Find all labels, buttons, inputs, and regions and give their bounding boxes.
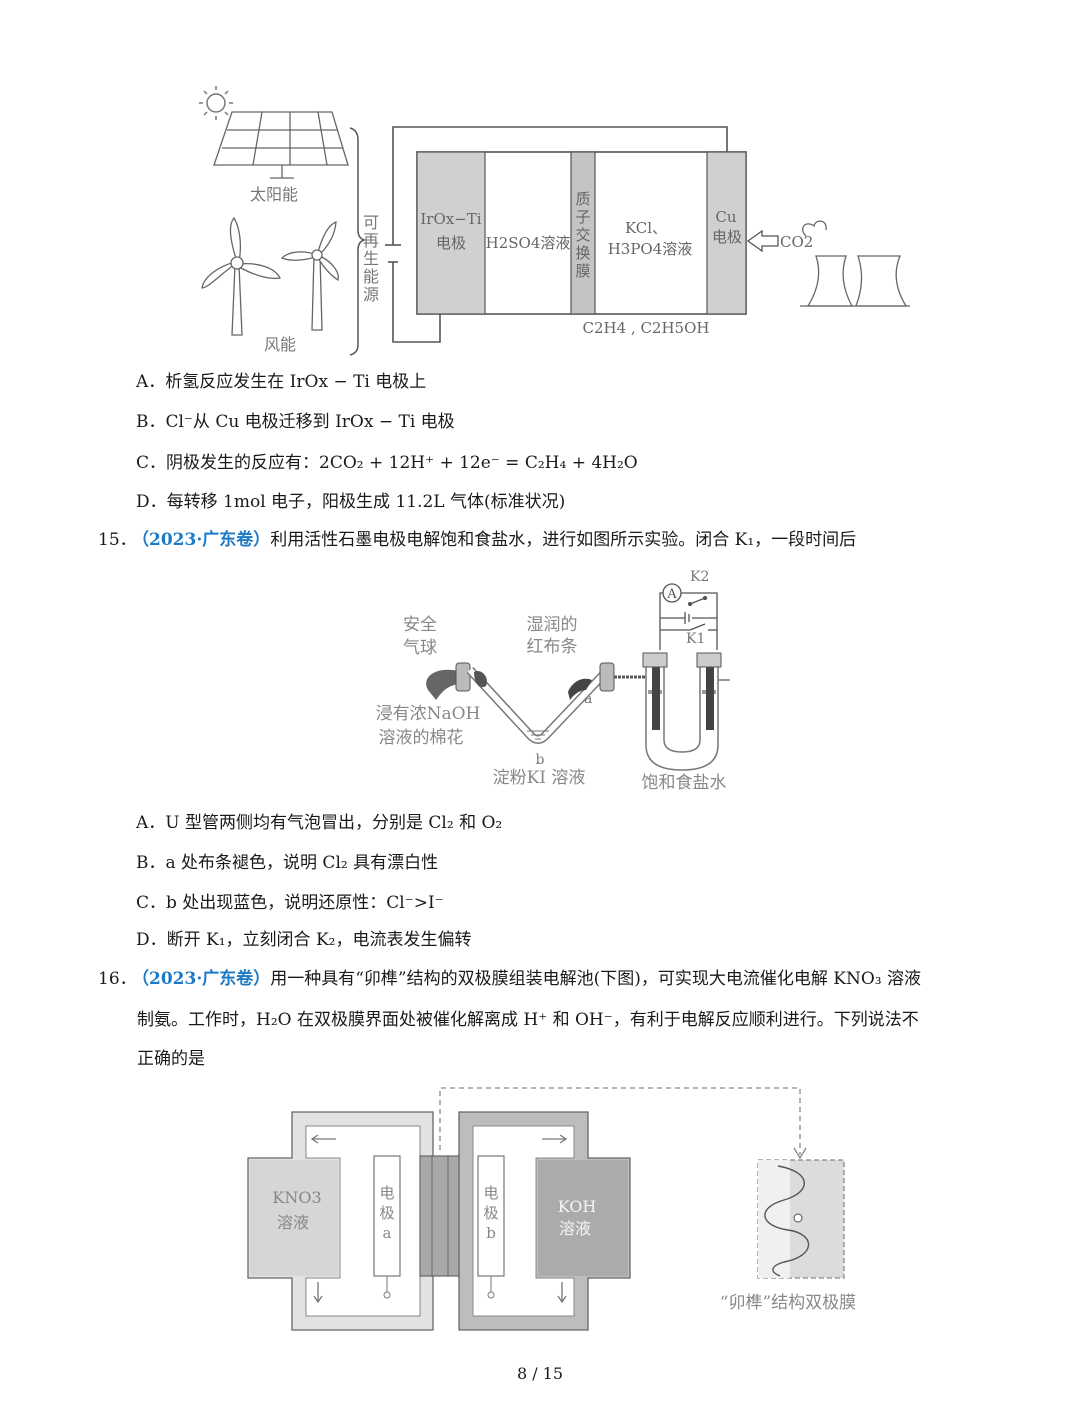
co2-arrow-icon <box>746 229 779 253</box>
ammeter-label: A <box>666 587 677 602</box>
q14-option-b: B．Cl⁻从 Cu 电极迁移到 IrOx − Ti 电极 <box>136 412 455 432</box>
q16-stem-line3: 正确的是 <box>137 1049 205 1069</box>
bipolar-membrane <box>419 1155 461 1277</box>
q15-option-b: B．a 处布条褪色，说明 Cl₂ 具有漂白性 <box>136 853 439 873</box>
q16-source: （2023·广东卷） <box>132 969 271 989</box>
membrane-caption: “卯榫”结构双极膜 <box>720 1293 856 1313</box>
red-cloth-icon <box>568 678 592 700</box>
anode-label-2: 电极 <box>436 234 466 252</box>
q14-option-c: C．阴极发生的反应有：2CO₂ + 12H⁺ + 12e⁻ = C₂H₄ + 4… <box>136 453 638 473</box>
renewable-label: 可 再 生 能 源 <box>363 213 379 304</box>
u-tube <box>645 660 719 771</box>
factory-icon <box>800 220 910 307</box>
proton-membrane <box>570 151 596 315</box>
flow-arrow-right-icon <box>542 1134 568 1304</box>
k2-label: K2 <box>690 569 709 585</box>
svg-text:b: b <box>486 1224 496 1242</box>
membrane-label: 质 子 交 换 膜 <box>575 190 590 280</box>
electrode-a <box>373 1155 401 1277</box>
brace <box>349 127 367 356</box>
svg-text:电: 电 <box>379 1184 394 1202</box>
co2-label: CO2 <box>780 233 813 251</box>
ki-solution <box>527 730 549 740</box>
kno3-label-2: 溶液 <box>277 1213 309 1232</box>
svg-text:极: 极 <box>483 1204 498 1222</box>
q16-stem-line2: 制氨。工作时，H₂O 在双极膜界面处被催化解离成 H⁺ 和 OH⁻，有利于电解反… <box>137 1010 919 1030</box>
h2so4-label: H2SO4溶液 <box>486 234 571 252</box>
q15-option-a: A．U 型管两侧均有气泡冒出，分别是 Cl₂ 和 O₂ <box>136 813 503 833</box>
circuit-wire <box>659 592 718 650</box>
koh-label-1: KOH <box>558 1197 597 1216</box>
cotton-label-1: 浸有浓NaOH <box>376 704 481 724</box>
circuit-wire <box>385 126 728 343</box>
q16-text-1: 用一种具有“卯榫”结构的双极膜组装电解池(下图)，可实现大电流催化电解 KNO₃… <box>270 969 922 989</box>
q15-option-c: C．b 处出现蓝色，说明还原性：Cl⁻>I⁻ <box>136 893 444 913</box>
products-label: C2H4 , C2H5OH <box>583 319 710 337</box>
ki-label: 淀粉KI 溶液 <box>493 768 586 788</box>
sun-icon <box>199 86 233 120</box>
page-number: 8 / 15 <box>516 1364 564 1383</box>
svg-text:生: 生 <box>363 249 379 268</box>
svg-text:a: a <box>383 1224 392 1242</box>
anode-label-1: IrOx−Ti <box>420 210 481 228</box>
electrode-b <box>477 1155 505 1277</box>
label-a: a <box>584 691 592 707</box>
dashed-link <box>439 1087 801 1155</box>
right-electrode <box>706 655 714 730</box>
q14-option-d: D．每转移 1mol 电子，阳极生成 11.2L 气体(标准状况) <box>136 492 566 512</box>
svg-text:膜: 膜 <box>575 262 590 280</box>
cotton-label-2: 溶液的棉花 <box>379 728 464 748</box>
q16-stem-line1: （2023·广东卷）用一种具有“卯榫”结构的双极膜组装电解池(下图)，可实现大电… <box>132 967 921 991</box>
figure-q14: 太阳能 风能 可 再 生 能 源 IrOx−Ti 电极 H2SO4溶液 质 子 <box>199 86 910 356</box>
flow-arrow-left-icon <box>310 1134 336 1304</box>
cotton-icon <box>474 670 487 688</box>
balloon-label-2: 气球 <box>403 638 437 658</box>
electrode-a-label: 电 极 a <box>379 1184 394 1242</box>
svg-text:子: 子 <box>575 208 590 226</box>
figure-q16: KNO3 溶液 电 极 a KOH 溶液 电 极 b “卯榫”结构双极膜 <box>247 1087 856 1331</box>
cu-label-2: 电极 <box>712 228 742 246</box>
svg-text:再: 再 <box>363 231 379 250</box>
kcl-label-1: KCl、 <box>625 219 667 237</box>
q14-option-a: A．析氢反应发生在 IrOx − Ti 电极上 <box>136 372 427 392</box>
saltwater-label: 饱和食盐水 <box>642 773 727 793</box>
anode-electrode <box>416 151 486 315</box>
q15-source: （2023·广东卷） <box>132 530 271 550</box>
figure-q15: 安全 气球 湿润的 红布条 浸有浓NaOH 溶液的棉花 淀粉KI 溶液 饱和食盐… <box>376 569 730 793</box>
safety-balloon-icon <box>426 669 462 700</box>
left-electrode <box>652 655 660 730</box>
wind-label: 风能 <box>264 335 296 354</box>
q16-number: 16． <box>98 969 137 989</box>
balloon-label-1: 安全 <box>403 615 437 635</box>
svg-text:交: 交 <box>575 226 590 244</box>
kno3-label-1: KNO3 <box>272 1188 321 1207</box>
label-b: b <box>536 752 545 768</box>
wave-interface <box>764 1165 810 1277</box>
right-stopper <box>599 662 615 692</box>
q15-text: 利用活性石墨电极电解饱和食盐水，进行如图所示实验。闭合 K₁，一段时间后 <box>270 530 857 550</box>
svg-text:能: 能 <box>363 267 379 286</box>
wind-turbine-icon <box>201 216 339 336</box>
svg-text:极: 极 <box>379 1204 394 1222</box>
kcl-label-2: H3PO4溶液 <box>608 240 693 258</box>
q15-number: 15． <box>98 530 137 550</box>
ammeter-icon <box>662 583 682 603</box>
paper-label-1: 湿润的 <box>527 615 578 635</box>
svg-text:电: 电 <box>483 1184 498 1202</box>
q15-stem: （2023·广东卷）利用活性石墨电极电解饱和食盐水，进行如图所示实验。闭合 K₁… <box>132 528 856 552</box>
solar-panel-icon <box>213 111 349 179</box>
solar-label: 太阳能 <box>250 185 298 204</box>
electrode-b-label: 电 极 b <box>483 1184 498 1242</box>
left-stopper <box>455 662 471 692</box>
k1-label: K1 <box>686 631 705 647</box>
cu-electrode <box>706 151 747 315</box>
koh-label-2: 溶液 <box>559 1219 591 1238</box>
cu-label-1: Cu <box>715 208 736 226</box>
svg-text:源: 源 <box>363 285 379 304</box>
svg-text:可: 可 <box>363 213 379 232</box>
paper-label-2: 红布条 <box>527 637 578 657</box>
q15-option-d: D．断开 K₁，立刻闭合 K₂，电流表发生偏转 <box>136 930 472 950</box>
svg-text:质: 质 <box>575 190 590 208</box>
svg-text:换: 换 <box>575 244 590 262</box>
